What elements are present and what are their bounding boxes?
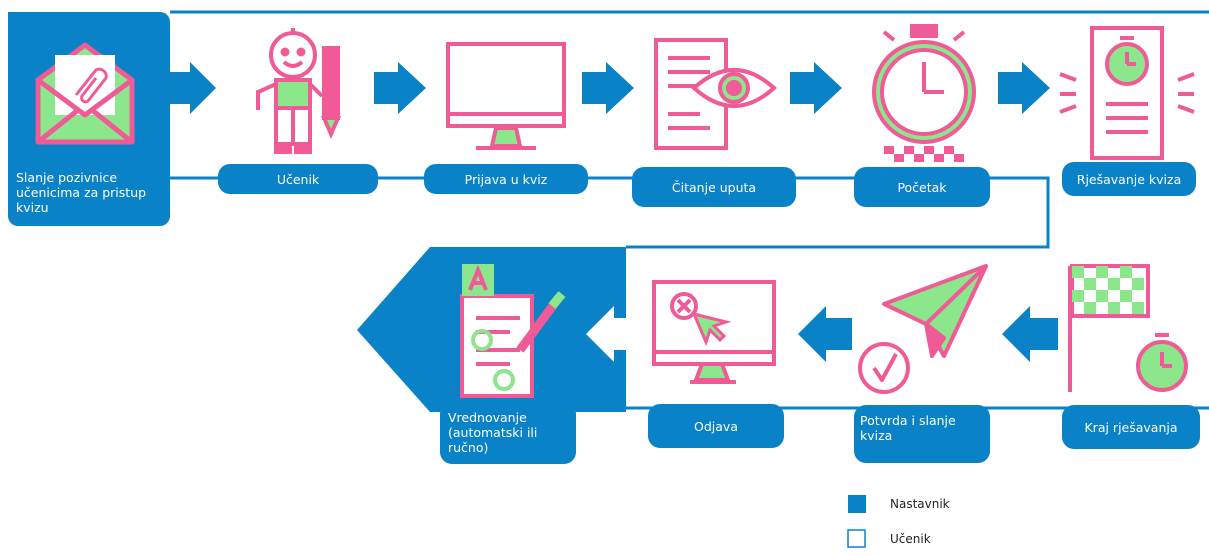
flow-arrows-top	[168, 62, 1050, 114]
legend-label-student: Učenik	[890, 532, 931, 546]
checkered-strip	[884, 146, 964, 162]
legend-swatch-teacher	[848, 495, 866, 513]
step-label-solving: Rješavanje kviza	[1062, 162, 1196, 196]
step-label-login: Prijava u kviz	[424, 164, 588, 194]
envelope-attachment-icon	[35, 42, 135, 145]
phone-timer-icon	[1059, 26, 1195, 160]
step-label-end: Kraj rješavanja	[1062, 405, 1200, 449]
legend-swatch-student	[847, 529, 866, 548]
graded-document-icon	[460, 264, 566, 398]
step-label-start: Početak	[854, 167, 990, 207]
document-eye-icon	[654, 38, 777, 150]
step-label-student: Učenik	[218, 164, 378, 194]
flow-arrows-bottom	[586, 306, 1058, 362]
step-label-logout: Odjava	[648, 404, 784, 448]
monitor-icon	[446, 42, 566, 150]
legend-label-teacher: Nastavnik	[890, 497, 950, 511]
paper-plane-check-icon	[858, 264, 988, 394]
step-label-submit: Potvrda i slanje kviza	[854, 405, 990, 463]
step-label-invitation: Slanje pozivnice učenicima za pristup kv…	[16, 170, 147, 215]
step-label-reading: Čitanje uputa	[632, 167, 796, 207]
monitor-close-icon	[652, 280, 776, 384]
stopwatch-icon	[872, 24, 976, 144]
step-label-evaluation: Vrednovanje (automatski ili ručno)	[440, 402, 576, 464]
checkered-flag-stopwatch-icon	[1068, 264, 1188, 392]
student-with-pencil-icon	[256, 28, 342, 154]
